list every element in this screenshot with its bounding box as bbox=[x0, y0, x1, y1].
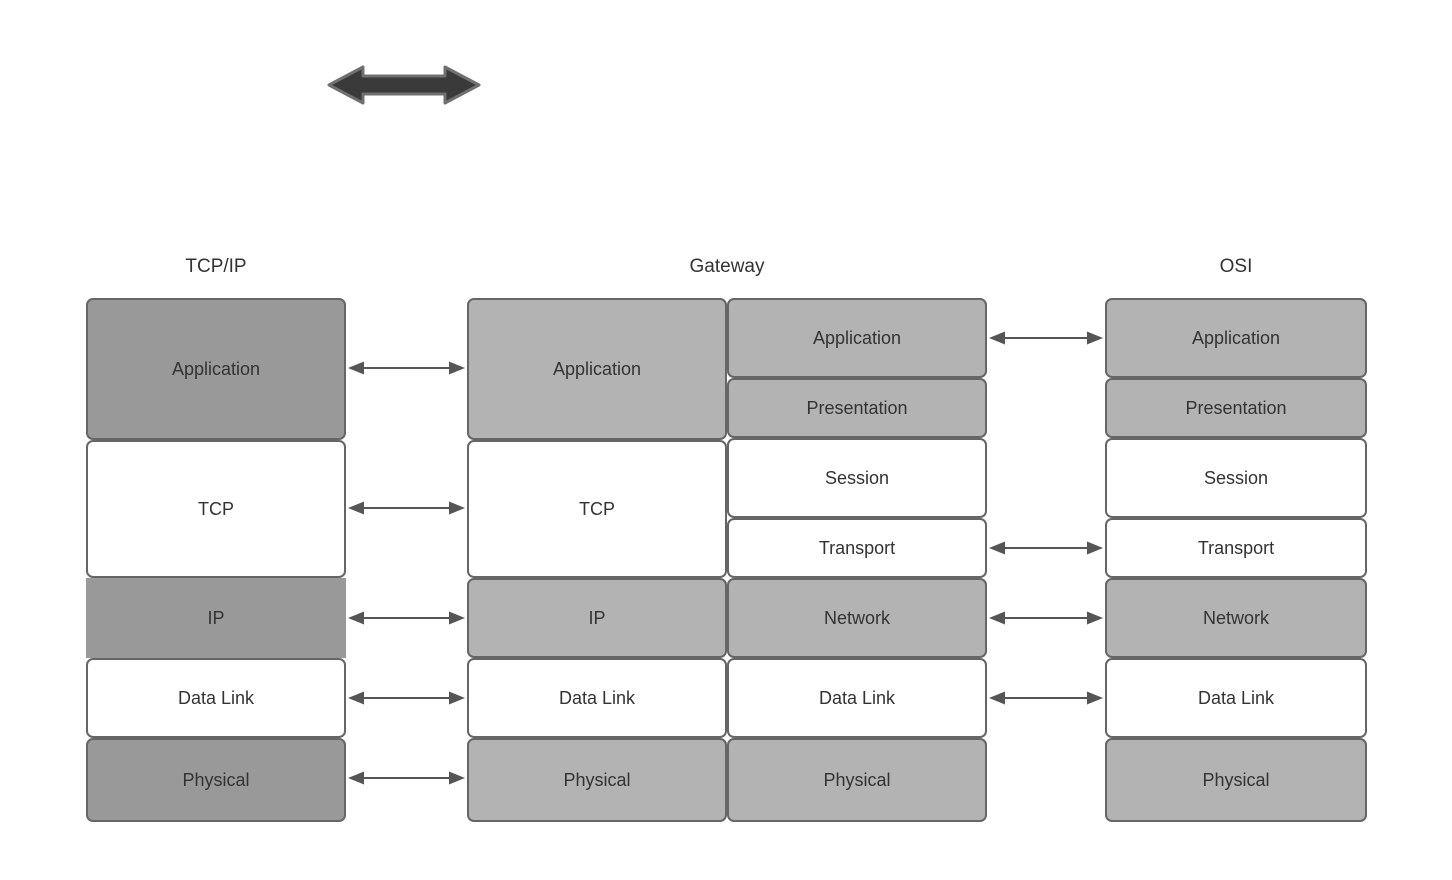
arrow-tcpip-gateway-application-icon bbox=[346, 360, 467, 376]
tcpip-layer-application: Application bbox=[86, 298, 346, 440]
gateway-right-layer-application: Application bbox=[727, 298, 987, 378]
gateway-right-layer-data-link: Data Link bbox=[727, 658, 987, 738]
tcpip-layer-tcp: TCP bbox=[86, 440, 346, 578]
gateway-right-layer-transport: Transport bbox=[727, 518, 987, 578]
double-headed-block-arrow-icon bbox=[325, 62, 483, 108]
arrow-gateway-osi-application-icon bbox=[987, 330, 1105, 346]
gateway-left-layer-data-link: Data Link bbox=[467, 658, 727, 738]
gateway-left-layer-ip: IP bbox=[467, 578, 727, 658]
osi-layer-transport: Transport bbox=[1105, 518, 1367, 578]
osi-layer-data-link: Data Link bbox=[1105, 658, 1367, 738]
gateway-left-layer-tcp: TCP bbox=[467, 440, 727, 578]
osi-layer-presentation: Presentation bbox=[1105, 378, 1367, 438]
arrow-gateway-osi-network-icon bbox=[987, 610, 1105, 626]
tcpip-layer-data-link: Data Link bbox=[86, 658, 346, 738]
gateway-right-layer-session: Session bbox=[727, 438, 987, 518]
arrow-tcpip-gateway-ip-icon bbox=[346, 610, 467, 626]
arrow-tcpip-gateway-tcp-icon bbox=[346, 500, 467, 516]
osi-layer-network: Network bbox=[1105, 578, 1367, 658]
gateway-right-layer-network: Network bbox=[727, 578, 987, 658]
gateway-column-header: Gateway bbox=[689, 256, 765, 277]
osi-layer-application: Application bbox=[1105, 298, 1367, 378]
tcpip-layer-ip: IP bbox=[86, 578, 346, 658]
osi-column-header: OSI bbox=[1219, 256, 1253, 277]
tcpip-layer-physical: Physical bbox=[86, 738, 346, 822]
gateway-left-layer-application: Application bbox=[467, 298, 727, 440]
arrow-gateway-osi-data-link-icon bbox=[987, 690, 1105, 706]
gateway-right-layer-presentation: Presentation bbox=[727, 378, 987, 438]
arrow-tcpip-gateway-physical-icon bbox=[346, 770, 467, 786]
arrow-gateway-osi-transport-icon bbox=[987, 540, 1105, 556]
gateway-left-layer-physical: Physical bbox=[467, 738, 727, 822]
osi-layer-physical: Physical bbox=[1105, 738, 1367, 822]
osi-layer-session: Session bbox=[1105, 438, 1367, 518]
tcpip-column-header: TCP/IP bbox=[185, 256, 247, 277]
gateway-right-layer-physical: Physical bbox=[727, 738, 987, 822]
arrow-tcpip-gateway-data-link-icon bbox=[346, 690, 467, 706]
